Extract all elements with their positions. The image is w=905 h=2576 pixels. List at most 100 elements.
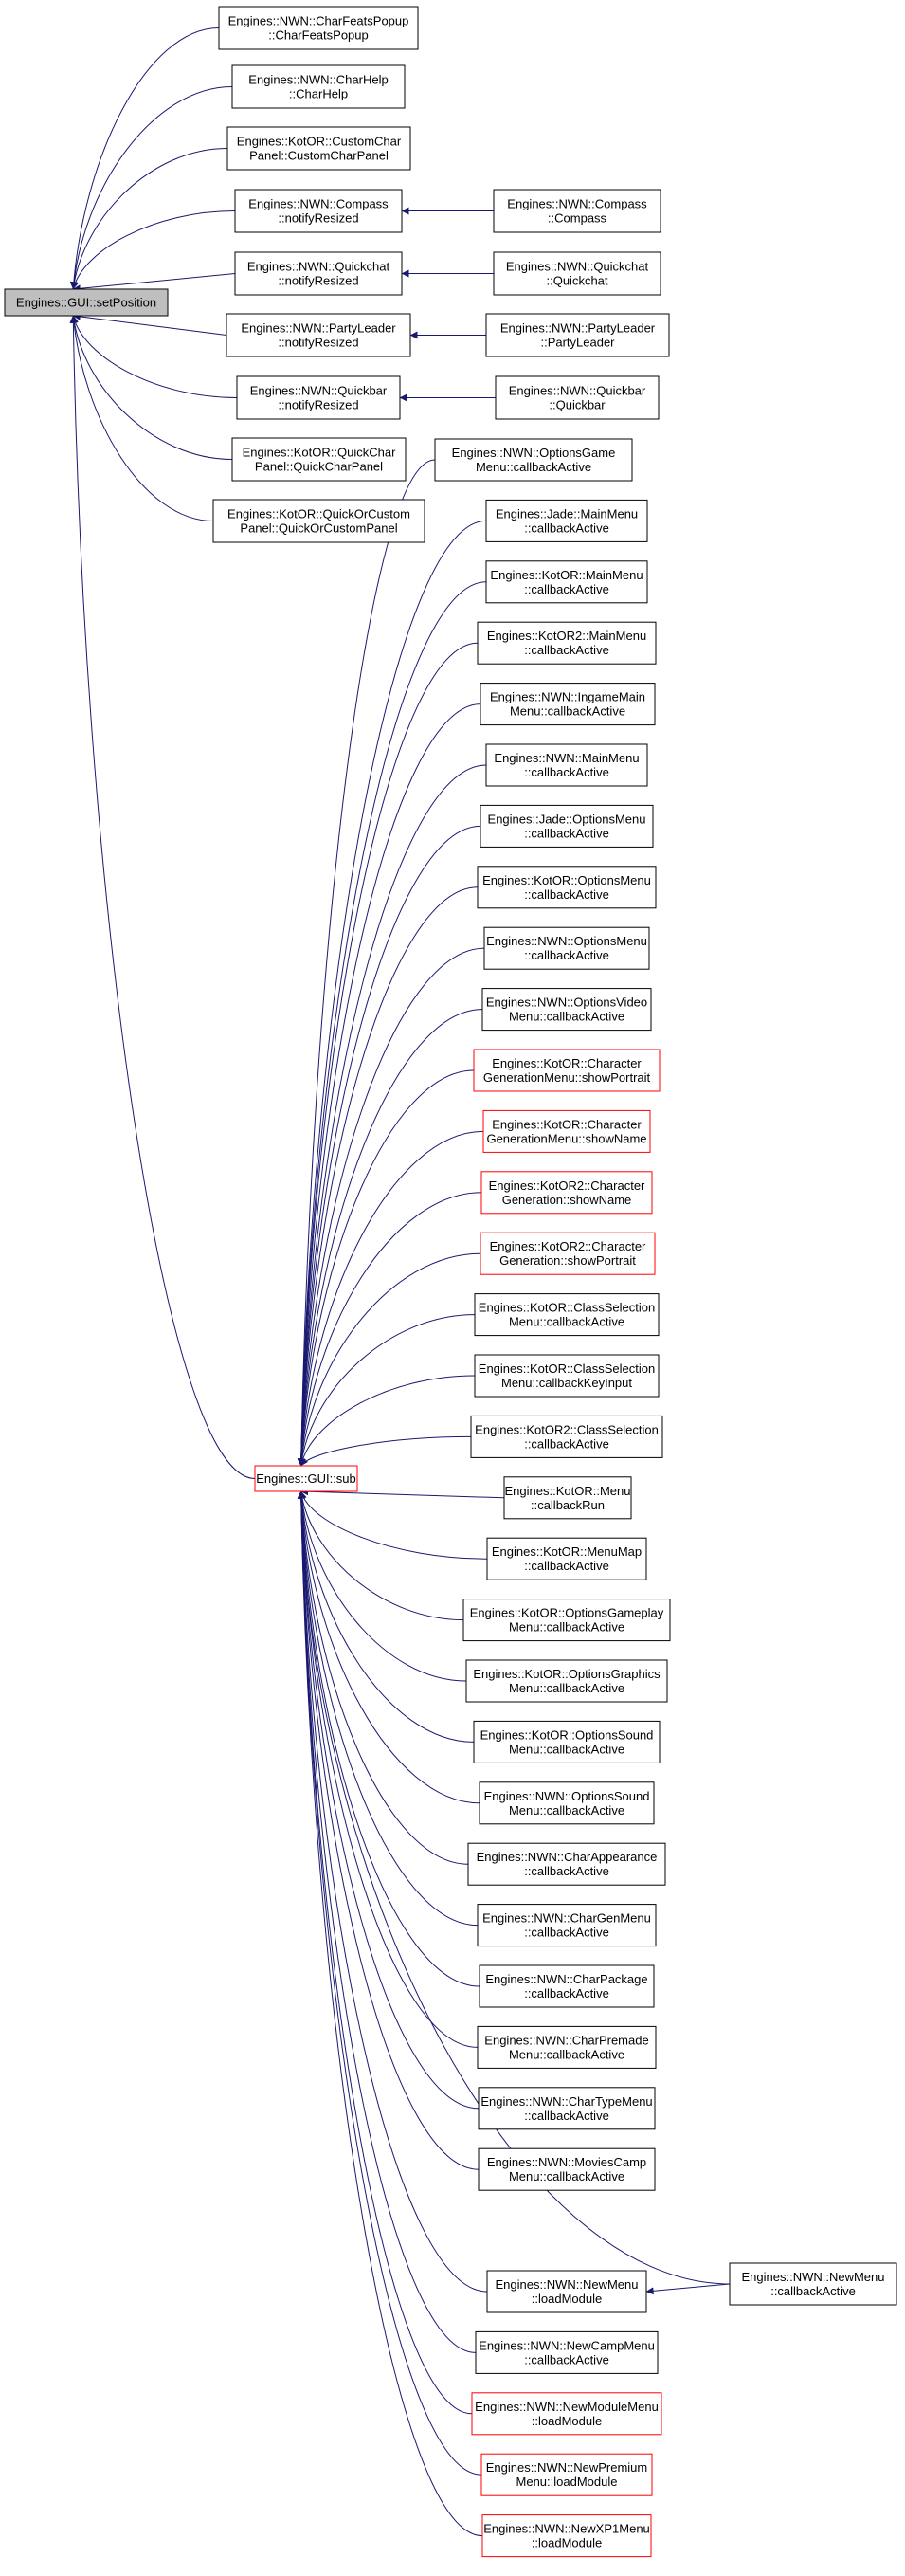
node-label: Engines::NWN::Quickbar <box>509 384 646 398</box>
node-box <box>480 683 656 726</box>
node-s13[interactable]: Engines::KotOR2::CharacterGeneration::sh… <box>480 1171 653 1215</box>
node-s23[interactable]: Engines::NWN::OptionsSoundMenu::callback… <box>479 1781 655 1825</box>
node-s05[interactable]: Engines::NWN::IngameMainMenu::callbackAc… <box>480 683 656 726</box>
node-label: ::callbackActive <box>770 2284 856 2298</box>
node-label: Engines::NWN::NewPremium <box>486 2460 648 2475</box>
node-s15[interactable]: Engines::KotOR::ClassSelectionMenu::call… <box>474 1293 660 1337</box>
node-s24[interactable]: Engines::NWN::CharAppearance::callbackAc… <box>467 1842 666 1886</box>
node-s26[interactable]: Engines::NWN::CharPackage::callbackActiv… <box>479 1964 655 2008</box>
node-s25[interactable]: Engines::NWN::CharGenMenu::callbackActiv… <box>477 1904 657 1947</box>
edge-s22-to-GUIsub <box>298 1490 475 1743</box>
node-s31[interactable]: Engines::NWN::NewCampMenu::callbackActiv… <box>475 2330 659 2374</box>
node-s12[interactable]: Engines::KotOR::CharacterGenerationMenu:… <box>482 1109 651 1153</box>
node-s11[interactable]: Engines::KotOR::CharacterGenerationMenu:… <box>473 1049 661 1092</box>
node-label: Engines::NWN::OptionsMenu <box>486 934 647 948</box>
node-box <box>254 1465 358 1492</box>
node-QuickCharPanel[interactable]: Engines::KotOR::QuickCharPanel::QuickCha… <box>231 437 407 482</box>
node-QuickchatNotify[interactable]: Engines::NWN::Quickchat::notifyResized <box>234 251 403 296</box>
node-label: Engines::NWN::MainMenu <box>494 751 639 765</box>
node-label: Engines::NWN::CharPremade <box>484 2033 648 2047</box>
node-label: Engines::NWN::NewCampMenu <box>479 2338 655 2352</box>
node-PartyLeader[interactable]: Engines::NWN::PartyLeader::PartyLeader <box>485 313 670 357</box>
node-s14[interactable]: Engines::KotOR2::CharacterGeneration::sh… <box>480 1232 656 1275</box>
node-label: Engines::KotOR2::Character <box>489 1178 645 1193</box>
node-s27[interactable]: Engines::NWN::CharPremadeMenu::callbackA… <box>477 2025 657 2069</box>
node-Quickchat[interactable]: Engines::NWN::Quickchat::Quickchat <box>493 251 661 296</box>
node-label: Engines::NWN::NewMenu <box>742 2270 885 2284</box>
node-s03[interactable]: Engines::KotOR::MainMenu::callbackActive <box>485 560 648 604</box>
node-s16[interactable]: Engines::KotOR::ClassSelectionMenu::call… <box>474 1354 660 1398</box>
node-CustomCharPanel[interactable]: Engines::KotOR::CustomCharPanel::CustomC… <box>226 126 411 171</box>
edge-s12-to-GUIsub <box>298 1130 484 1467</box>
node-label: Engines::Jade::MainMenu <box>496 506 638 521</box>
node-label: ::callbackActive <box>524 1986 609 2001</box>
edge-QuickOrCustomPanel-to-setPosition <box>69 315 214 521</box>
node-s34[interactable]: Engines::NWN::NewXP1Menu::loadModule <box>481 2514 652 2558</box>
node-s02[interactable]: Engines::Jade::MainMenu::callbackActive <box>485 499 648 542</box>
node-setPosition[interactable]: Engines::GUI::setPosition <box>4 288 169 317</box>
node-CompassNotify[interactable]: Engines::NWN::Compass::notifyResized <box>234 189 403 233</box>
node-label: ::loadModule <box>532 2536 602 2550</box>
node-GUIsub[interactable]: Engines::GUI::sub <box>254 1465 358 1492</box>
node-label: Engines::KotOR::QuickOrCustom <box>227 507 410 521</box>
node-label: Menu::callbackActive <box>509 1803 624 1818</box>
node-s21[interactable]: Engines::KotOR::OptionsGraphicsMenu::cal… <box>465 1659 668 1703</box>
node-s29[interactable]: Engines::NWN::MoviesCampMenu::callbackAc… <box>478 2147 656 2191</box>
node-label: Engines::KotOR2::ClassSelection <box>475 1422 659 1436</box>
edge-s11-to-GUIsub <box>297 1069 475 1467</box>
edge-QuickCharPanel-to-setPosition <box>70 315 233 460</box>
node-s10[interactable]: Engines::NWN::OptionsVideoMenu::callback… <box>481 988 652 1032</box>
node-box <box>226 126 411 171</box>
node-s18[interactable]: Engines::KotOR::Menu::callbackRun <box>503 1476 632 1520</box>
node-s01[interactable]: Engines::NWN::OptionsGameMenu::callbackA… <box>434 438 633 482</box>
edge-s14-to-GUIsub <box>298 1252 481 1467</box>
node-s08[interactable]: Engines::KotOR::OptionsMenu::callbackAct… <box>477 866 657 909</box>
node-QuickbarNotify[interactable]: Engines::NWN::Quickbar::notifyResized <box>236 375 401 420</box>
node-label: Menu::callbackActive <box>509 2047 624 2061</box>
edge-s16-to-GUIsub <box>299 1375 476 1467</box>
node-s30[interactable]: Engines::NWN::NewMenu::loadModule <box>486 2270 647 2313</box>
node-label: ::callbackActive <box>524 521 609 535</box>
node-label: ::CharFeatsPopup <box>268 28 369 43</box>
node-CharHelp[interactable]: Engines::NWN::CharHelp::CharHelp <box>231 64 406 109</box>
node-box <box>480 1232 656 1275</box>
node-box <box>481 2514 652 2558</box>
node-s19[interactable]: Engines::KotOR::MenuMap::callbackActive <box>486 1537 647 1580</box>
node-QuickOrCustomPanel[interactable]: Engines::KotOR::QuickOrCustomPanel::Quic… <box>212 499 425 543</box>
edge-s32-to-GUIsub <box>297 1490 473 2415</box>
edge-s26-to-GUIsub <box>297 1490 480 1987</box>
node-label: Generation::showPortrait <box>499 1253 636 1268</box>
node-s32[interactable]: Engines::NWN::NewModuleMenu::loadModule <box>471 2392 662 2436</box>
node-PartyLeaderNotify[interactable]: Engines::NWN::PartyLeader::notifyResized <box>226 313 411 357</box>
node-s09[interactable]: Engines::NWN::OptionsMenu::callbackActiv… <box>483 926 650 970</box>
edge-CharHelp-to-setPosition <box>69 86 233 290</box>
node-label: Generation::showName <box>502 1193 632 1207</box>
node-label: Panel::CustomCharPanel <box>249 149 389 163</box>
node-label: Engines::NWN::CharGenMenu <box>482 1911 651 1926</box>
node-label: Menu::callbackActive <box>509 2169 624 2183</box>
node-s28[interactable]: Engines::NWN::CharTypeMenu::callbackActi… <box>478 2087 656 2130</box>
node-s20[interactable]: Engines::KotOR::OptionsGameplayMenu::cal… <box>462 1599 671 1642</box>
node-label: Engines::KotOR::Character <box>492 1117 642 1131</box>
node-s04[interactable]: Engines::KotOR2::MainMenu::callbackActiv… <box>477 621 657 665</box>
edge-QuickchatNotify-to-setPosition <box>72 273 236 293</box>
node-s06[interactable]: Engines::NWN::MainMenu::callbackActive <box>485 743 648 787</box>
edge-s15-to-GUIsub <box>298 1314 476 1467</box>
node-s22[interactable]: Engines::KotOR::OptionsSoundMenu::callba… <box>473 1720 661 1763</box>
node-Quickbar[interactable]: Engines::NWN::Quickbar::Quickbar <box>495 375 660 420</box>
edge-s34-to-GUIsub <box>297 1490 483 2537</box>
node-NewMenuCallback[interactable]: Engines::NWN::NewMenu::callbackActive <box>729 2262 897 2306</box>
edge-CustomCharPanel-to-setPosition <box>70 148 228 290</box>
node-s07[interactable]: Engines::Jade::OptionsMenu::callbackActi… <box>480 804 654 848</box>
edge-QuickbarNotify-to-setPosition <box>71 315 238 398</box>
node-label: Engines::KotOR::ClassSelection <box>479 1301 655 1315</box>
node-label: Menu::callbackActive <box>510 704 625 719</box>
edge-s07-to-GUIsub <box>297 825 481 1467</box>
node-s17[interactable]: Engines::KotOR2::ClassSelection::callbac… <box>470 1415 663 1458</box>
edge-s17-to-GUIsub <box>300 1435 472 1467</box>
node-Compass[interactable]: Engines::NWN::Compass::Compass <box>493 189 661 233</box>
node-CharFeatsPopup[interactable]: Engines::NWN::CharFeatsPopup::CharFeatsP… <box>218 6 419 50</box>
node-box <box>493 251 661 296</box>
